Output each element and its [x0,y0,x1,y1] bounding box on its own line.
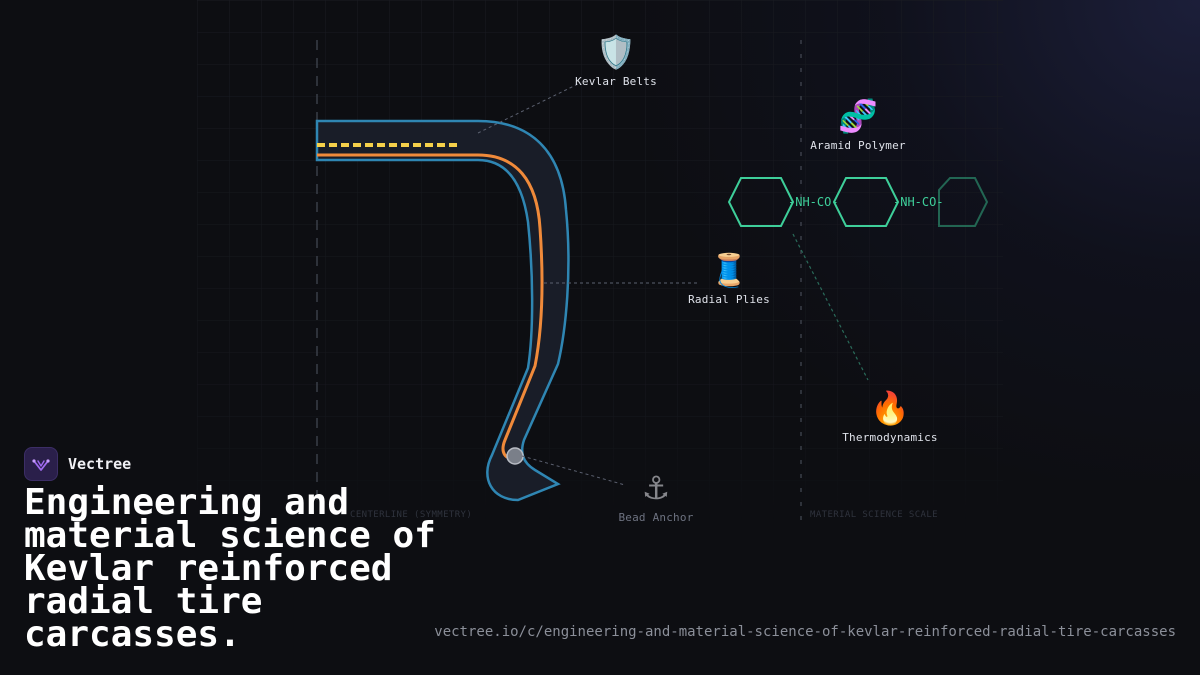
anchor-icon: ⚓ [641,469,671,507]
material-scale-axis-label: MATERIAL SCIENCE SCALE [810,510,939,520]
brand-name: Vectree [68,455,132,473]
amide-link-1: -NH-CO- [788,195,839,209]
vectree-logo-icon [24,447,58,481]
aramid-polymer-label: Aramid Polymer [810,139,906,152]
dna-icon: 🧬 [838,97,878,135]
benzene-ring-3 [938,177,989,227]
page-url[interactable]: vectree.io/c/engineering-and-material-sc… [434,624,1176,640]
benzene-ring-2 [832,177,900,227]
amide-link-2: -NH-CO- [893,195,944,209]
kevlar-belts-label: Kevlar Belts [575,75,657,88]
thermodynamics-label: Thermodynamics [842,431,938,444]
bead-core [506,447,524,465]
shield-icon: 🛡️ [596,33,636,71]
background-grid [197,0,1003,520]
brand: Vectree [24,447,131,481]
benzene-ring-1 [727,177,795,227]
tire-sidewall-outline [315,119,570,502]
radial-plies-label: Radial Plies [688,293,770,306]
thread-spool-icon: 🧵 [709,251,749,289]
radial-ply-line [317,153,544,460]
page-title: Engineering and material science of Kevl… [24,482,436,655]
bead-anchor-label: Bead Anchor [618,511,694,524]
centerline-axis-label: CENTERLINE (SYMMETRY) [350,510,473,520]
fire-icon: 🔥 [870,389,910,427]
kevlar-belts-leader [477,83,579,134]
